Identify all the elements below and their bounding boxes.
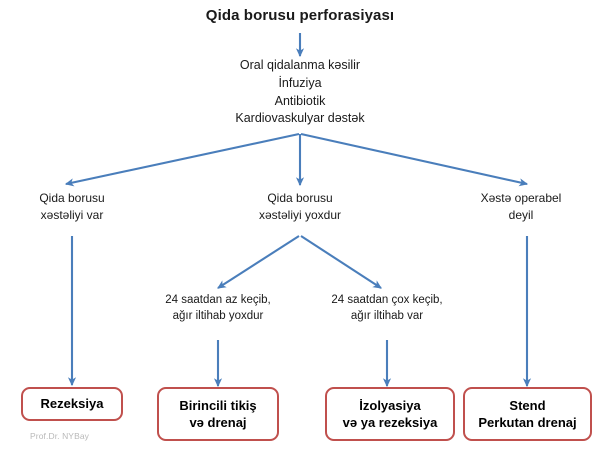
author-credit: Prof.Dr. NYBay	[30, 431, 90, 441]
outcome-box-resection[interactable]: Rezeksiya	[21, 387, 123, 421]
edge-disease-no-to-late	[300, 235, 382, 289]
node-initial-therapy: Oral qidalanma kəsilir İnfuziya Antibiot…	[235, 58, 365, 126]
node-condition-over-24h: 24 saatdan çox keçib, ağır iltihab var	[331, 294, 443, 322]
node-branch-patient-inoperable: Xəstə operabel deyil	[480, 191, 562, 222]
outcome-box-primary-repair[interactable]: Birincili tikiş və drenaj	[157, 387, 279, 441]
node-root-title: Qida borusu perforasiyası	[205, 7, 395, 24]
outcome-box-stent[interactable]: Stend Perkutan drenaj	[463, 387, 592, 441]
node-condition-under-24h: 24 saatdan az keçib, ağır iltihab yoxdur	[165, 294, 271, 322]
node-branch-disease-absent: Qida borusu xəstəliyi yoxdur	[258, 191, 342, 222]
edge-therapy-to-inoperable	[300, 132, 529, 187]
node-branch-disease-present: Qida borusu xəstəliyi var	[39, 191, 105, 222]
edge-disease-no-to-early	[217, 235, 300, 289]
outcome-box-isolation[interactable]: İzolyasiya və ya rezeksiya	[325, 387, 455, 441]
edge-therapy-to-disease-yes	[64, 132, 300, 187]
